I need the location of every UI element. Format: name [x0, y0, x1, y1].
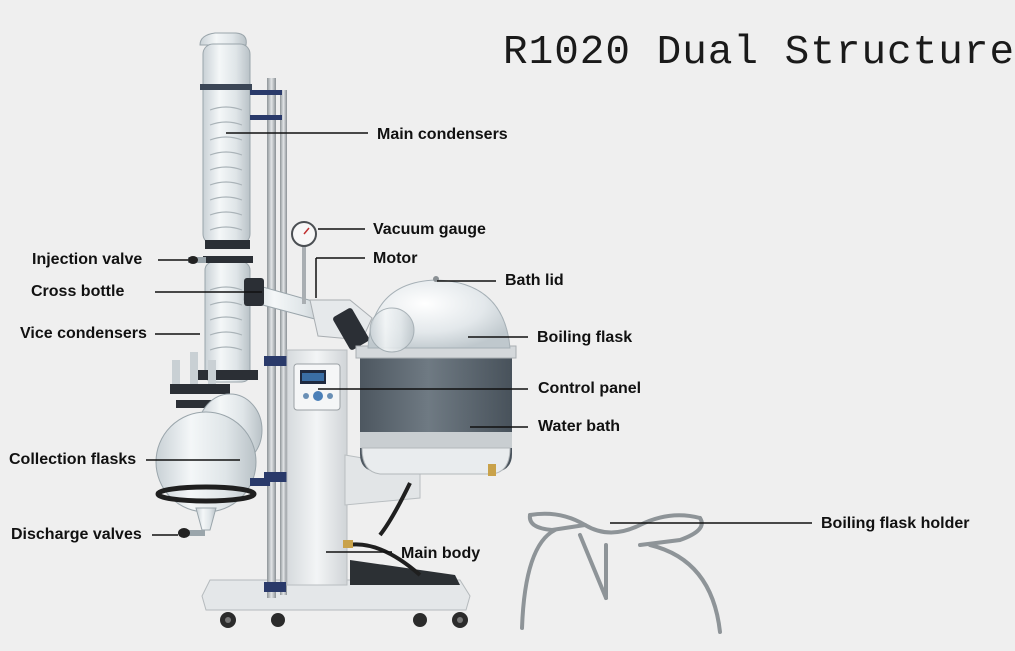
- label-cross-bottle: Cross bottle: [31, 283, 125, 300]
- label-boiling-flask: Boiling flask: [537, 329, 633, 346]
- label-bath-lid: Bath lid: [505, 272, 564, 289]
- page-title: R1020 Dual Structure: [503, 30, 1015, 76]
- label-discharge-valves: Discharge valves: [11, 526, 142, 543]
- discharge-valve-part: [178, 528, 205, 538]
- bath-and-flask: [355, 276, 517, 476]
- label-collection-flasks: Collection flasks: [9, 451, 137, 468]
- leader-lines: [146, 132, 812, 553]
- motor-part: [309, 299, 373, 350]
- label-injection-valve: Injection valve: [32, 251, 143, 268]
- label-water-bath: Water bath: [538, 418, 621, 435]
- vacuum-gauge-part: [291, 221, 317, 304]
- collection-flasks-part: [155, 352, 270, 531]
- label-boiling-flask-holder: Boiling flask holder: [821, 515, 970, 532]
- label-vice-condensers: Vice condensers: [20, 325, 147, 342]
- main-condenser: [199, 32, 282, 249]
- base: [201, 560, 471, 628]
- label-main-body: Main body: [401, 545, 481, 562]
- control-panel-part: [293, 363, 341, 411]
- boiling-flask-holder-part: [520, 511, 722, 634]
- label-main-condensers: Main condensers: [377, 126, 508, 143]
- label-control-panel: Control panel: [538, 380, 642, 397]
- injection-valve-part: [188, 256, 206, 264]
- label-motor: Motor: [373, 250, 418, 267]
- vice-condenser: [198, 256, 258, 383]
- label-vacuum-gauge: Vacuum gauge: [373, 221, 486, 238]
- support-rods: [264, 78, 294, 598]
